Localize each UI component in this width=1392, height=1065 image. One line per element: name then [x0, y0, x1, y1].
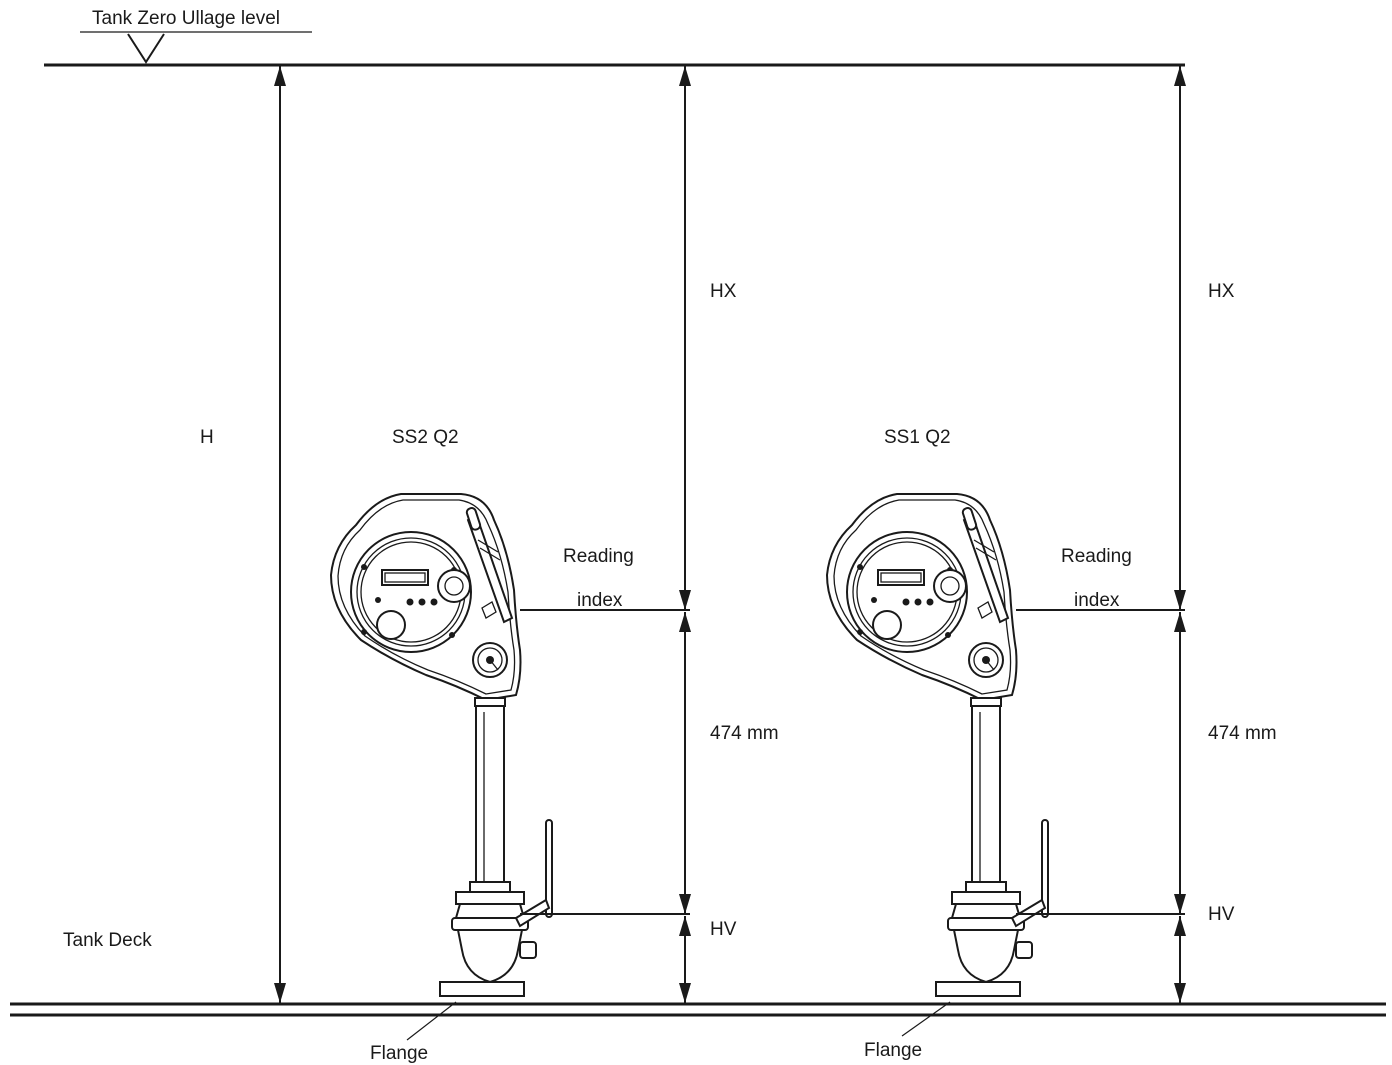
h-dimension: H	[200, 66, 286, 1003]
reading-label-ss2: Reading	[563, 546, 634, 567]
hx-label-ss1: HX	[1208, 281, 1235, 302]
tank-deck-lines	[10, 1002, 1386, 1017]
hv-label-ss1: HV	[1208, 904, 1235, 925]
unit-ss1: SS1 Q2 HX Reading index 474 mm HV Flange	[826, 66, 1277, 1061]
dim-474-label-ss2: 474 mm	[710, 723, 779, 744]
hv-label-ss2: HV	[710, 919, 737, 940]
index-label-ss1: index	[1074, 590, 1120, 611]
reading-label-ss1: Reading	[1061, 546, 1132, 567]
unit-name-ss2: SS2 Q2	[392, 427, 459, 448]
unit-name-ss1: SS1 Q2	[884, 427, 951, 448]
flange-label-ss1: Flange	[864, 1040, 922, 1061]
gauge-device-ss2	[330, 493, 553, 997]
h-label: H	[200, 427, 214, 448]
gauge-device-ss1	[826, 493, 1049, 997]
tank-deck-label: Tank Deck	[63, 930, 152, 951]
flange-label-ss2: Flange	[370, 1043, 428, 1064]
zero-ullage-reference: Tank Zero Ullage level	[44, 8, 1185, 67]
index-label-ss2: index	[577, 590, 623, 611]
unit-ss2: SS2 Q2 HX Reading index 474 mm HV Flange	[330, 66, 779, 1064]
zero-ullage-label: Tank Zero Ullage level	[92, 8, 280, 29]
hx-label-ss2: HX	[710, 281, 737, 302]
dim-474-label-ss1: 474 mm	[1208, 723, 1277, 744]
